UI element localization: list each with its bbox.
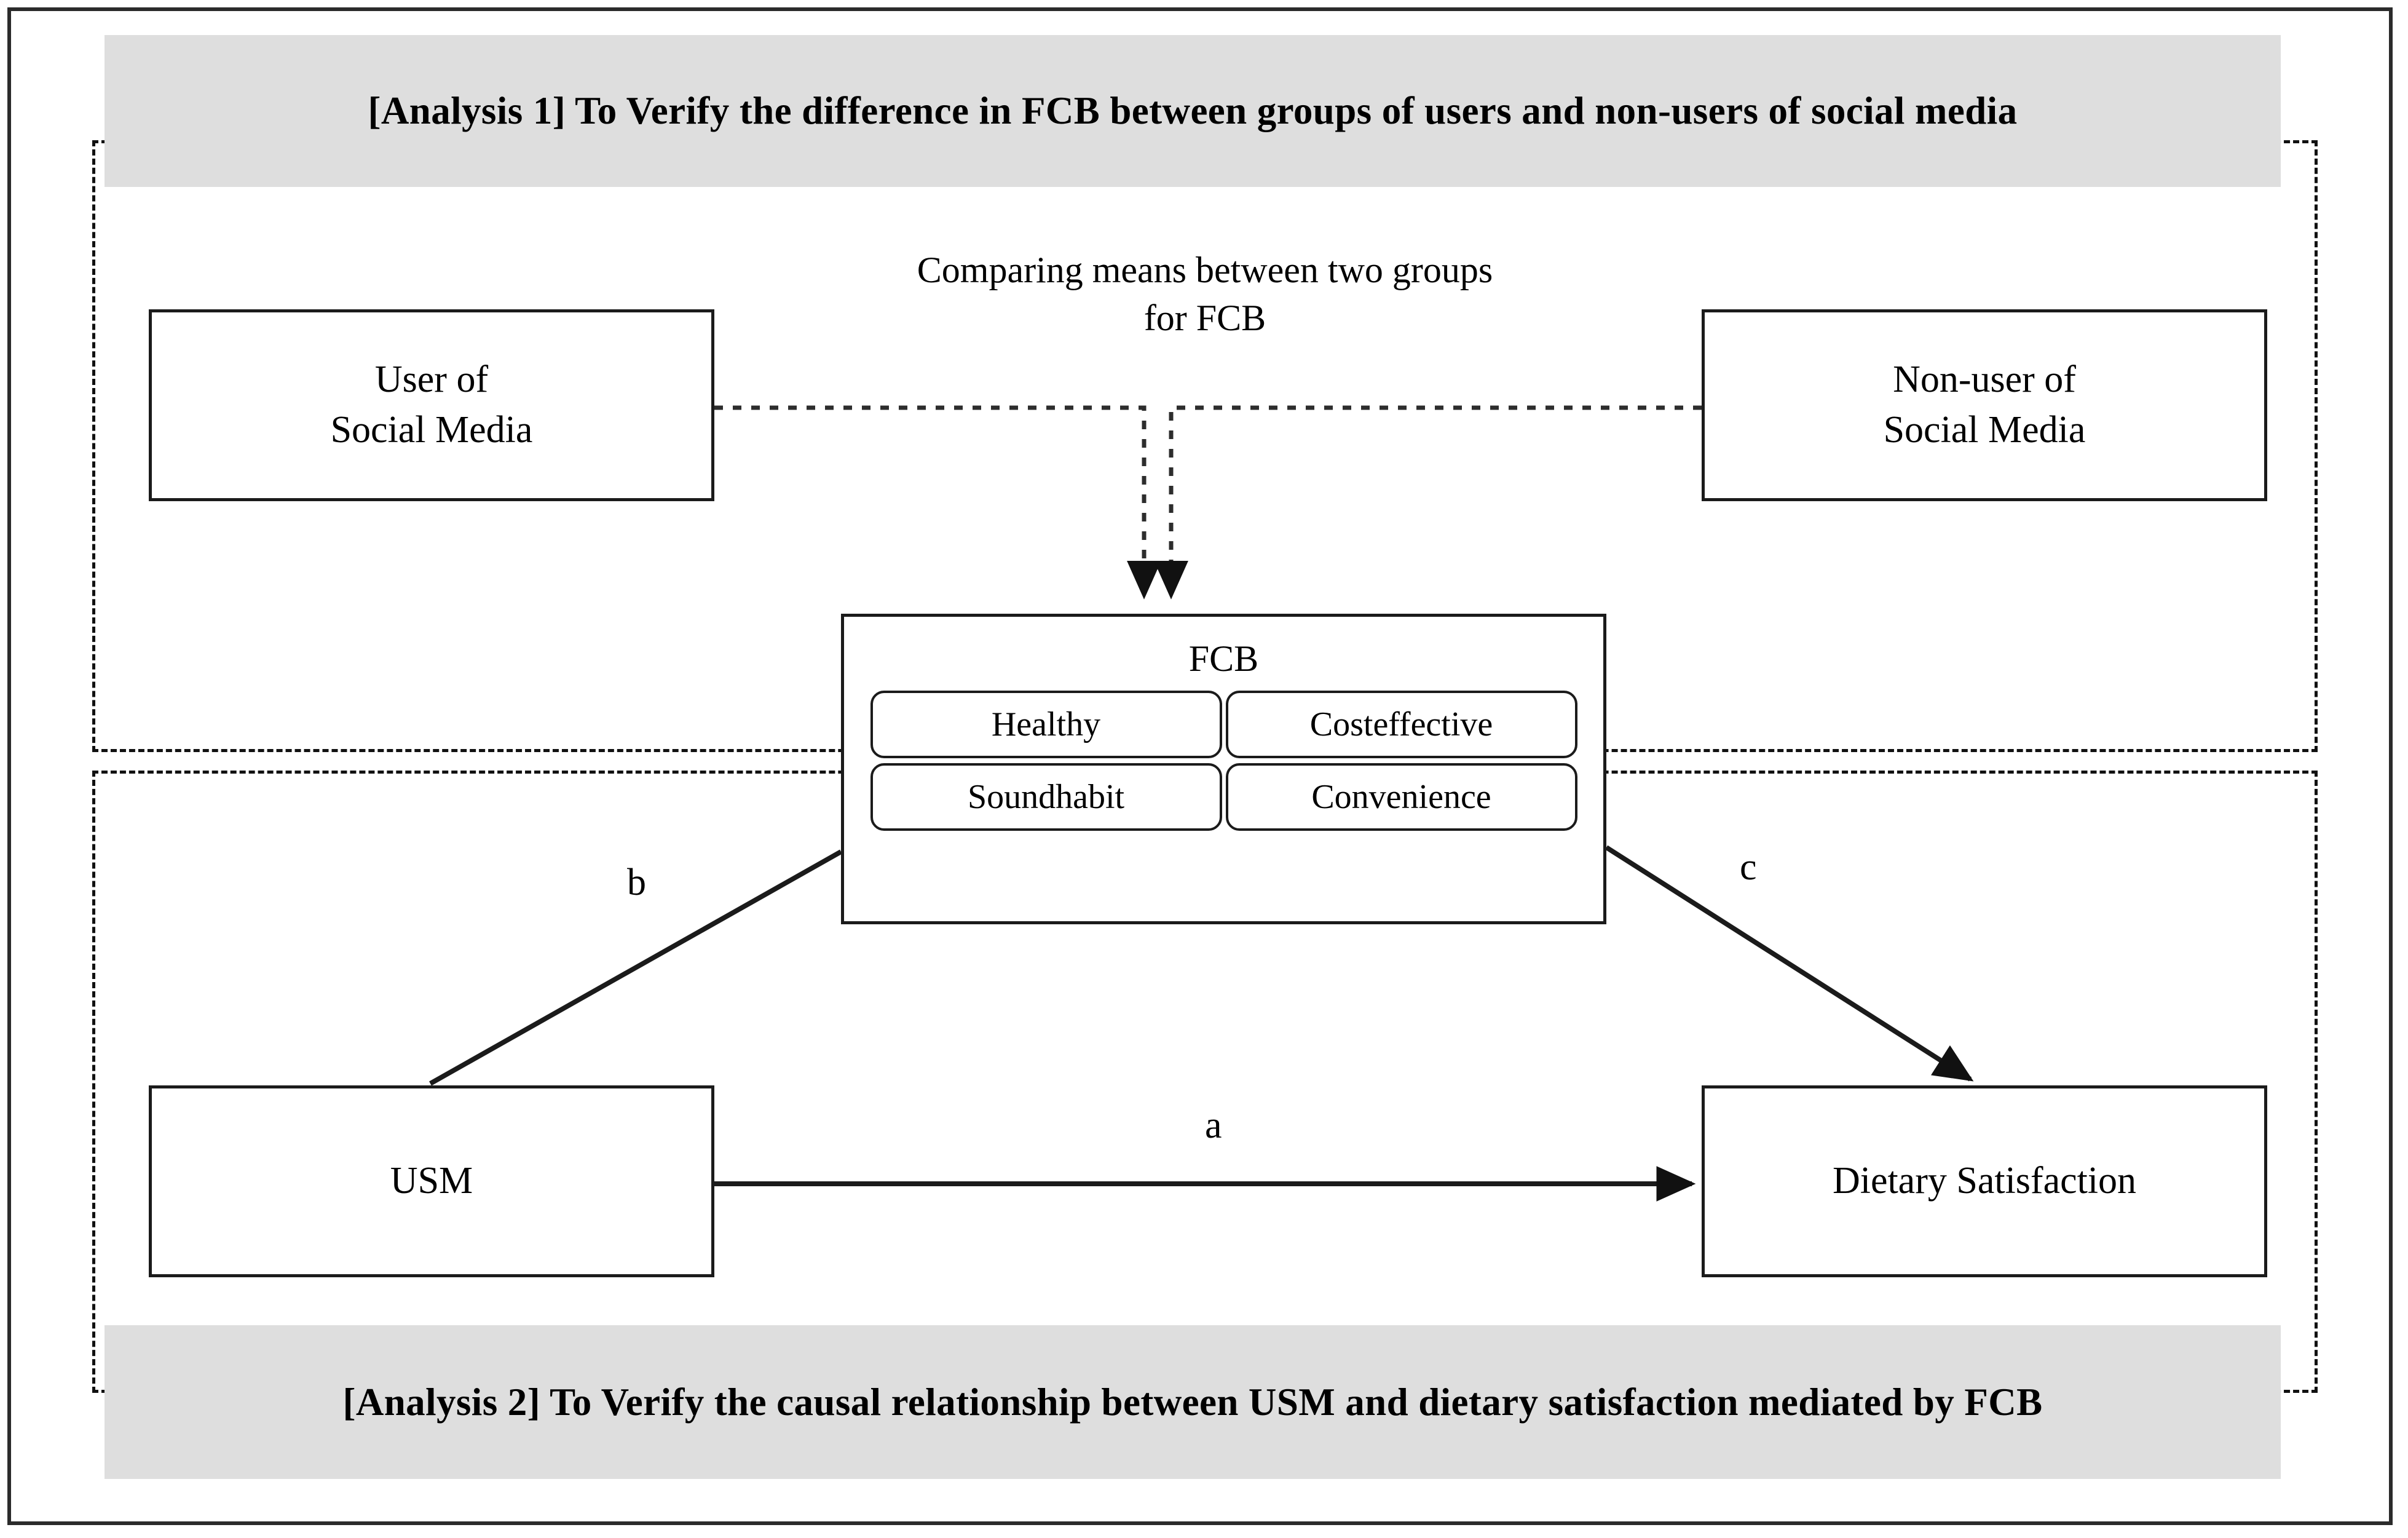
node-user-of-social-media-line1: User of [374, 359, 489, 401]
fcb-dimension-convenience[interactable]: Convenience [1225, 763, 1577, 831]
node-fcb[interactable]: FCB Healthy Costeffective Soundhabit Con… [841, 614, 1606, 924]
node-user-of-social-media[interactable]: User of Social Media [149, 309, 714, 501]
analysis-1-caption: [Analysis 1] To Verify the difference in… [105, 35, 2281, 187]
node-dietary-satisfaction[interactable]: Dietary Satisfaction [1702, 1085, 2267, 1277]
node-nonuser-of-social-media-line2: Social Media [1883, 409, 2086, 451]
node-fcb-title: FCB [1188, 638, 1259, 679]
node-nonuser-of-social-media-line1: Non-user of [1893, 359, 2076, 401]
fcb-dimension-grid: Healthy Costeffective Soundhabit Conveni… [870, 691, 1577, 831]
analysis-2-caption: [Analysis 2] To Verify the causal relati… [105, 1325, 2281, 1479]
path-b-label: b [627, 862, 646, 903]
node-usm-label: USM [390, 1160, 473, 1202]
node-usm[interactable]: USM [149, 1085, 714, 1277]
node-user-of-social-media-line2: Social Media [330, 409, 533, 451]
fcb-dimension-costeffective[interactable]: Costeffective [1225, 691, 1577, 758]
fcb-dimension-soundhabit[interactable]: Soundhabit [870, 763, 1222, 831]
path-c-label: c [1740, 846, 1757, 888]
node-nonuser-of-social-media[interactable]: Non-user of Social Media [1702, 309, 2267, 501]
path-a-label: a [1205, 1104, 1222, 1146]
node-dietary-satisfaction-label: Dietary Satisfaction [1832, 1160, 2137, 1202]
fcb-dimension-healthy[interactable]: Healthy [870, 691, 1222, 758]
comparison-note-label: Comparing means between two groups for F… [917, 250, 1493, 338]
